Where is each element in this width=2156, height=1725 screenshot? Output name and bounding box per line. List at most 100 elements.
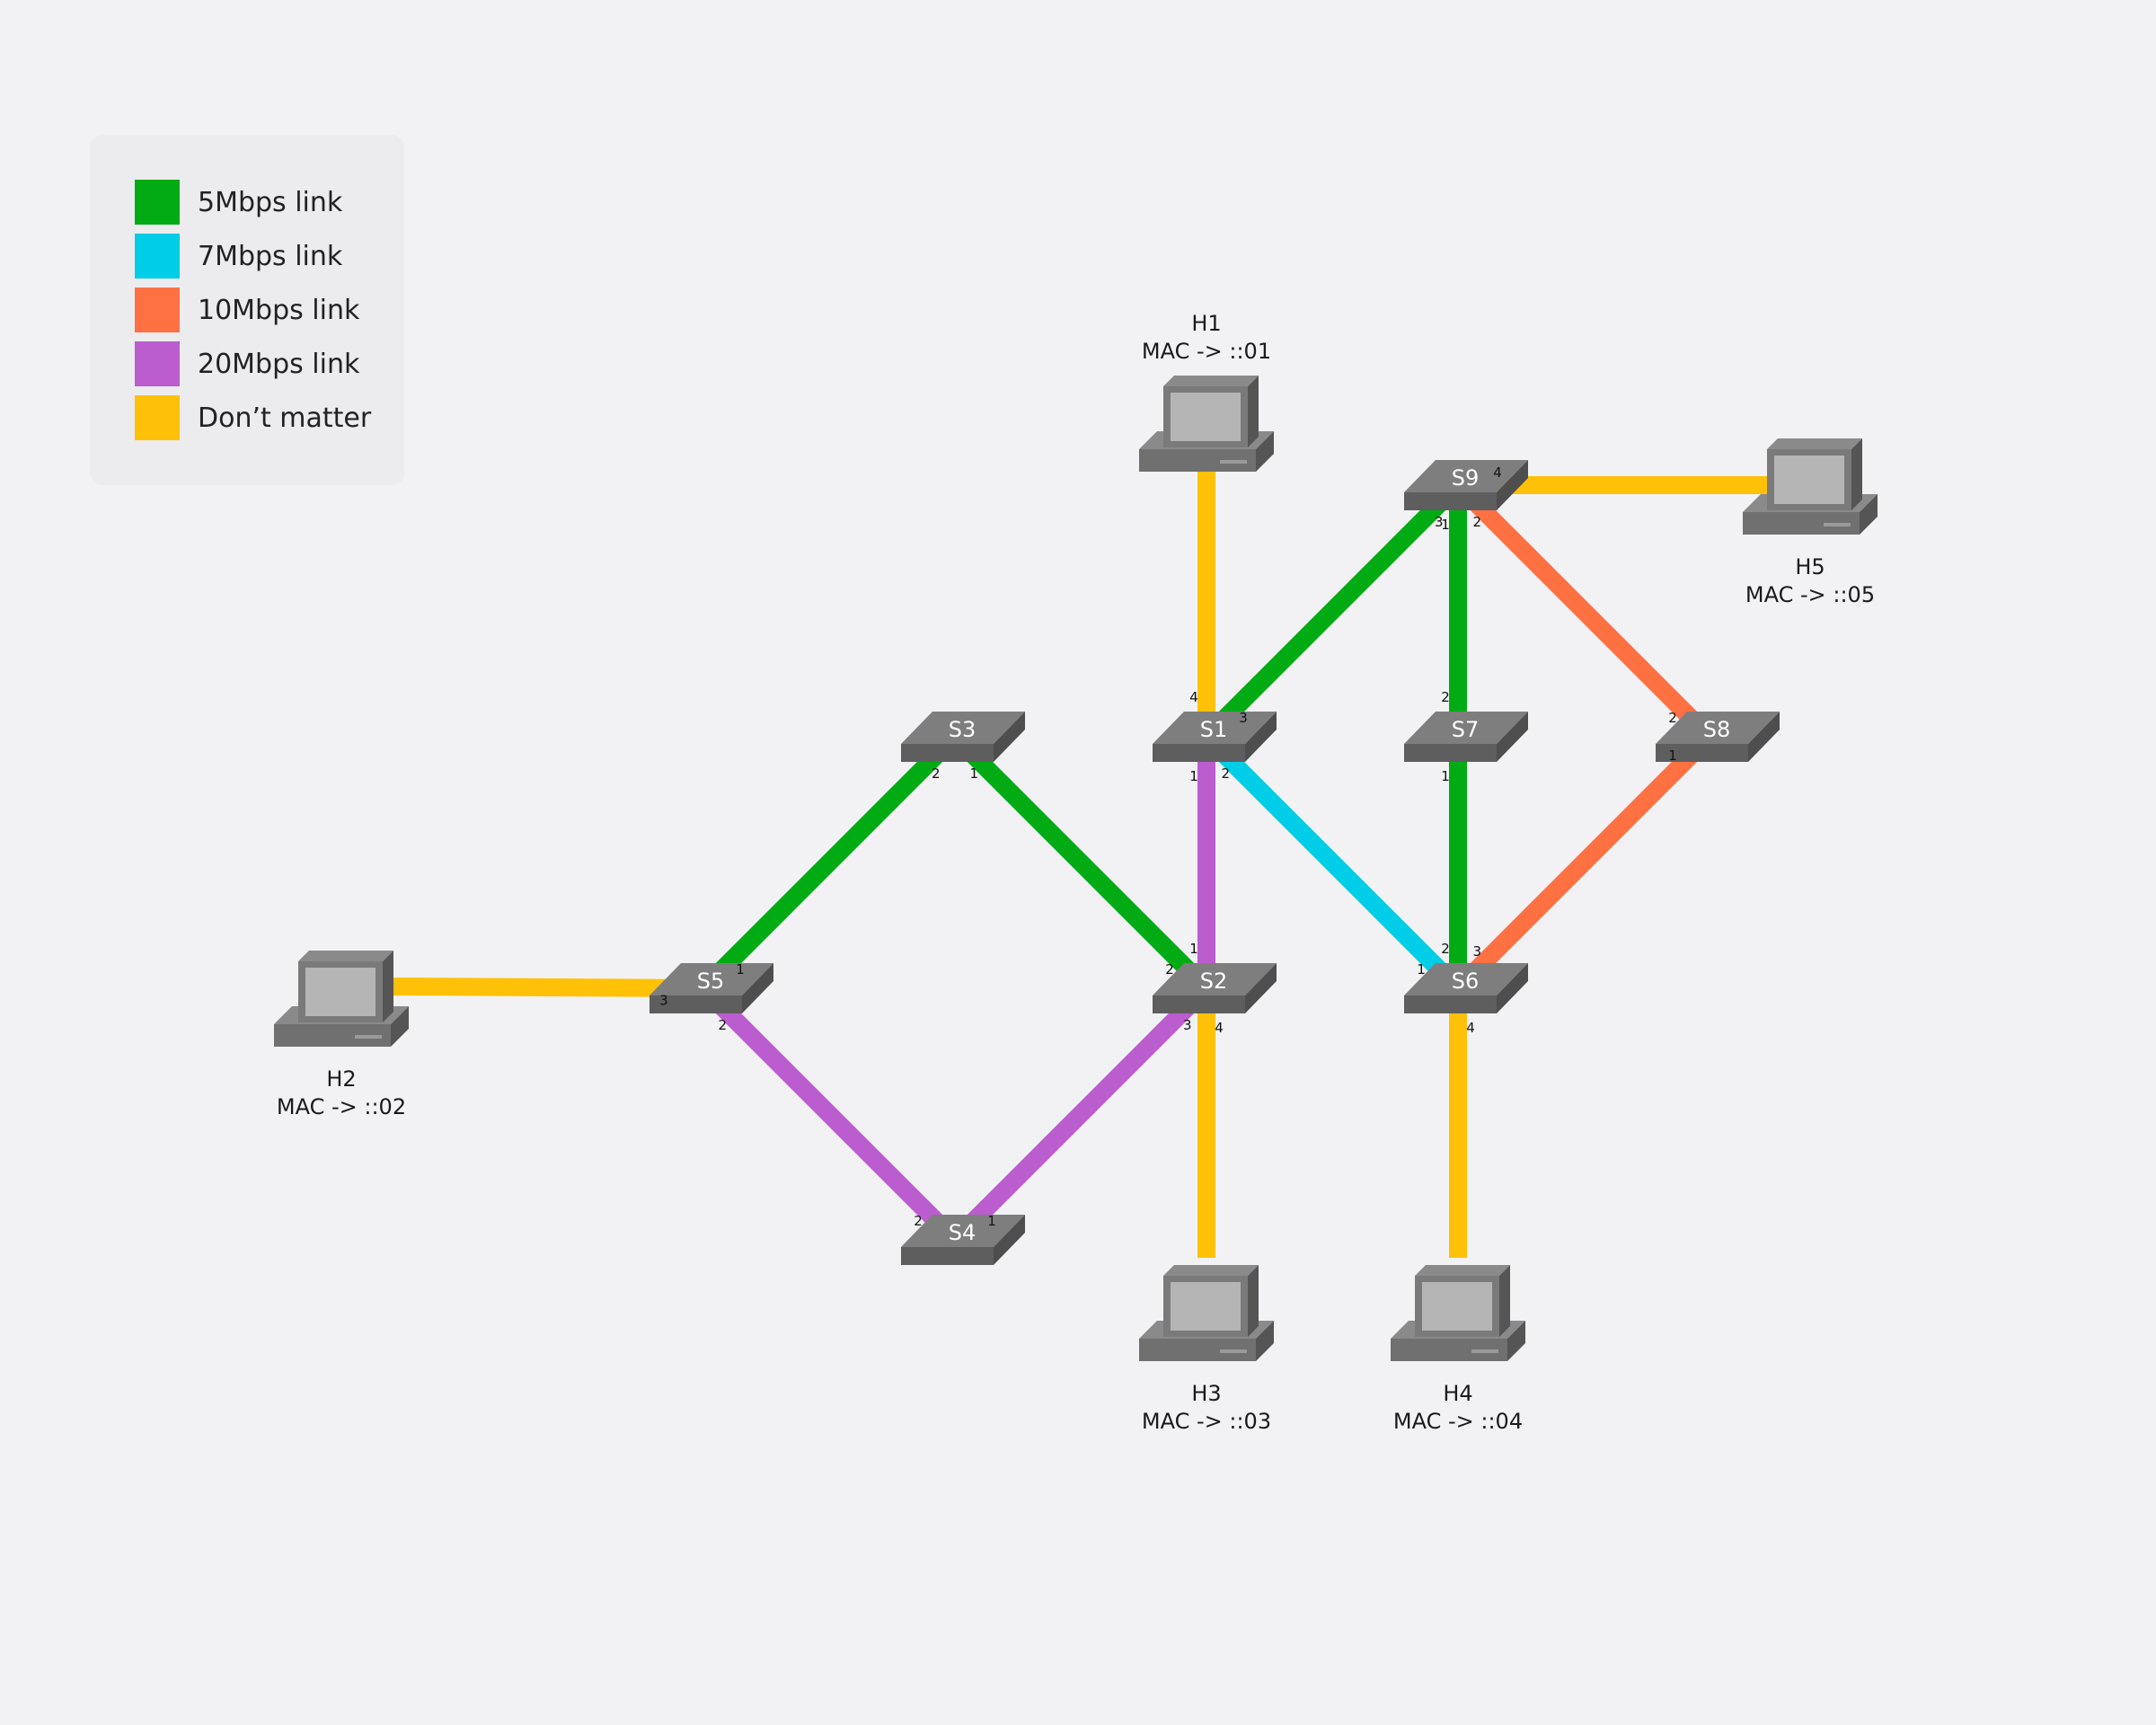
legend-swatch-10mbps — [135, 288, 180, 332]
monitor-screen — [1774, 456, 1844, 504]
host-name-h4: H4 — [1443, 1381, 1472, 1406]
monitor-top — [1163, 376, 1259, 386]
legend-panel: 5Mbps link 7Mbps link 10Mbps link 20Mbps… — [90, 135, 404, 485]
switch-s6[interactable]: S6 — [1404, 963, 1528, 1013]
switch-label-s1: S1 — [1200, 717, 1228, 742]
port-label-s5-s5-s3: 1 — [736, 961, 745, 978]
switch-top-face — [1153, 712, 1277, 744]
legend-item-7mbps: 7Mbps link — [135, 234, 342, 279]
switch-side-face — [1748, 712, 1780, 762]
port-label-s6-h4-s6: 4 — [1466, 1020, 1475, 1036]
monitor-side — [383, 951, 393, 1022]
legend-label-20mbps: 20Mbps link — [198, 348, 360, 380]
port-label-s3-s5-s3: 2 — [932, 765, 941, 782]
switch-side-face — [994, 1215, 1025, 1265]
monitor-side — [1851, 438, 1862, 510]
monitor-top — [1163, 1265, 1259, 1276]
switch-s7[interactable]: S7 — [1404, 712, 1528, 762]
switch-s1[interactable]: S1 — [1153, 712, 1277, 762]
host-base-side — [1256, 431, 1274, 472]
port-label-s4-s5-s4: 2 — [914, 1213, 923, 1229]
legend-swatch-5mbps — [135, 180, 180, 225]
port-label-s7-s9-s7: 2 — [1441, 689, 1450, 705]
switch-front-face — [1404, 492, 1497, 510]
legend-item-5mbps: 5Mbps link — [135, 180, 342, 225]
switch-top-face — [1656, 712, 1780, 744]
switch-side-face — [994, 712, 1025, 762]
legend-label-7mbps: 7Mbps link — [198, 240, 343, 272]
switch-front-face — [1153, 744, 1245, 762]
switch-s8[interactable]: S8 — [1656, 712, 1780, 762]
link-s9-s8 — [1451, 478, 1717, 744]
host-drive-slot — [1220, 1349, 1247, 1353]
switch-label-s9: S9 — [1452, 465, 1480, 491]
host-name-h1: H1 — [1191, 311, 1221, 336]
switch-side-face — [1497, 712, 1528, 762]
port-label-s5-h2-s5: 3 — [659, 993, 668, 1009]
port-label-s3-s3-s2: 1 — [969, 765, 978, 782]
switch-label-s5: S5 — [697, 969, 725, 994]
switch-s3[interactable]: S3 — [901, 712, 1025, 762]
switch-side-face — [1497, 460, 1528, 510]
host-base-side — [1860, 494, 1878, 535]
link-s8-s6 — [1451, 730, 1717, 995]
legend-label-10mbps: 10Mbps link — [198, 294, 360, 326]
switch-s2[interactable]: S2 — [1153, 963, 1277, 1013]
monitor-screen — [305, 968, 376, 1016]
switch-label-s2: S2 — [1200, 969, 1228, 994]
port-label-s8-s9-s8: 2 — [1668, 710, 1677, 726]
port-label-s9-s9-s7: 1 — [1441, 517, 1450, 533]
switch-s4[interactable]: S4 — [901, 1215, 1025, 1265]
legend-item-20mbps: 20Mbps link — [135, 341, 359, 386]
port-label-s6-s7-s6: 2 — [1441, 941, 1450, 957]
host-drive-slot — [355, 1035, 382, 1039]
switch-label-s6: S6 — [1452, 969, 1480, 994]
host-mac-h5: MAC -> ::05 — [1745, 582, 1875, 607]
port-label-s2-s4-s2: 3 — [1183, 1017, 1192, 1033]
monitor-screen — [1171, 1282, 1241, 1331]
link-s1-s9 — [1199, 478, 1465, 744]
port-label-s1-s1-s2: 1 — [1189, 768, 1198, 784]
host-drive-slot — [1220, 460, 1247, 464]
port-label-s2-h3-s2: 4 — [1215, 1020, 1224, 1036]
host-name-h2: H2 — [326, 1066, 356, 1092]
port-label-s9-h5-s9: 4 — [1493, 464, 1502, 481]
monitor-top — [1767, 438, 1862, 449]
switch-top-face — [1153, 963, 1277, 995]
switch-front-face — [1656, 744, 1748, 762]
switch-front-face — [1404, 744, 1497, 762]
host-mac-h4: MAC -> ::04 — [1393, 1409, 1523, 1434]
port-label-s2-s1-s2: 1 — [1189, 941, 1198, 957]
host-drive-slot — [1824, 523, 1851, 526]
switch-label-s3: S3 — [949, 717, 976, 742]
link-s4-s2 — [948, 981, 1214, 1247]
port-label-s7-s7-s6: 1 — [1441, 768, 1450, 784]
link-s5-s3 — [696, 730, 962, 995]
switch-front-face — [1153, 995, 1245, 1013]
legend-item-10mbps: 10Mbps link — [135, 288, 359, 332]
host-name-h3: H3 — [1191, 1381, 1221, 1406]
link-s5-s4 — [696, 981, 962, 1247]
switch-top-face — [1404, 460, 1528, 492]
switch-side-face — [1245, 712, 1277, 762]
port-label-s1-s1-s6: 2 — [1221, 765, 1230, 782]
switch-top-face — [1404, 712, 1528, 744]
port-label-s6-s8-s6: 3 — [1472, 943, 1481, 960]
monitor-top — [1415, 1265, 1510, 1276]
switch-side-face — [742, 963, 773, 1013]
host-base-side — [391, 1006, 409, 1047]
switch-front-face — [901, 744, 994, 762]
switch-s5[interactable]: S5 — [649, 963, 773, 1013]
switch-top-face — [901, 1215, 1025, 1247]
legend-swatch-dont-matter — [135, 395, 180, 440]
switch-s9[interactable]: S9 — [1404, 460, 1528, 510]
port-label-s9-s1-s9: 3 — [1435, 514, 1444, 530]
